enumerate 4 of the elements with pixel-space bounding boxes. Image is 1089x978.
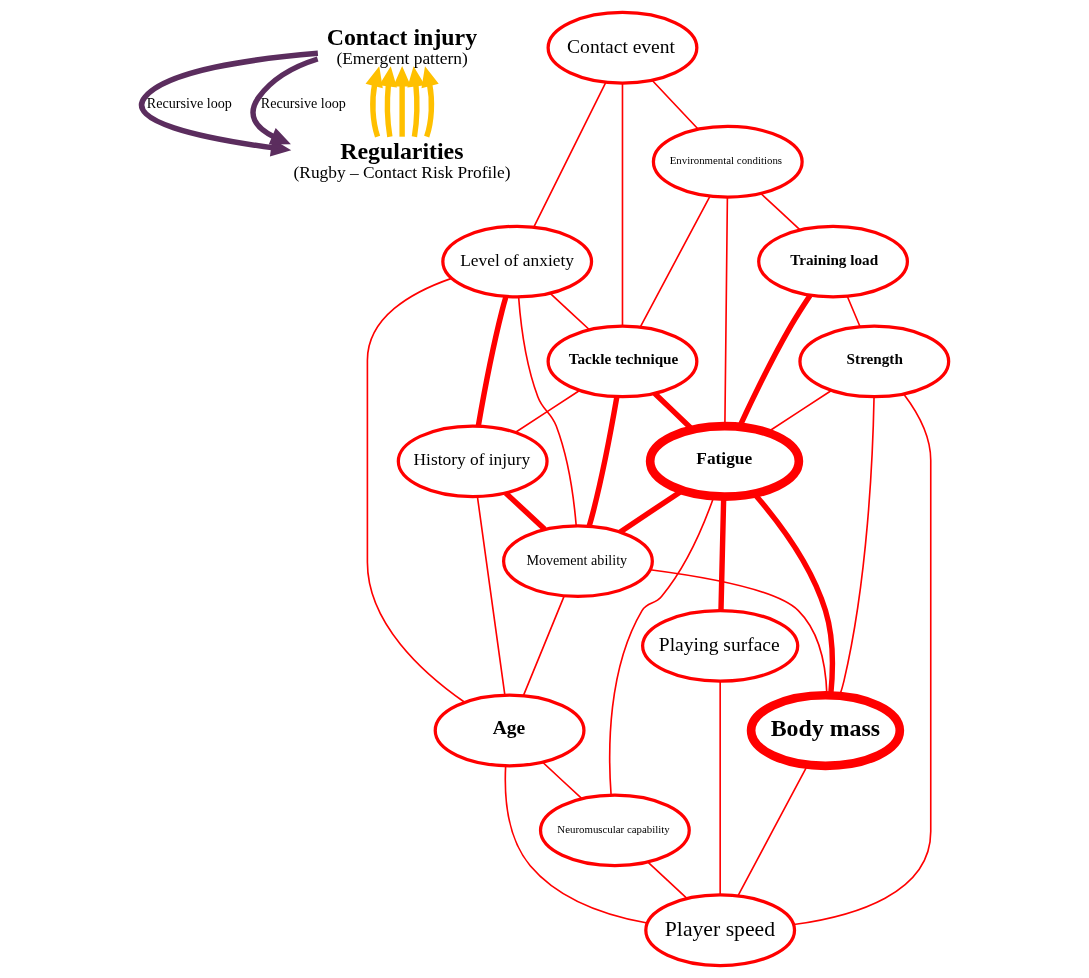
- node-text: Contact injury (Emergent pattern): [326, 24, 477, 68]
- edge-label: Recursive loop: [260, 95, 346, 112]
- edge-label: Recursive loop: [146, 95, 232, 112]
- node-text: Regularities (Rugby – Contact Risk Profile): [293, 138, 511, 182]
